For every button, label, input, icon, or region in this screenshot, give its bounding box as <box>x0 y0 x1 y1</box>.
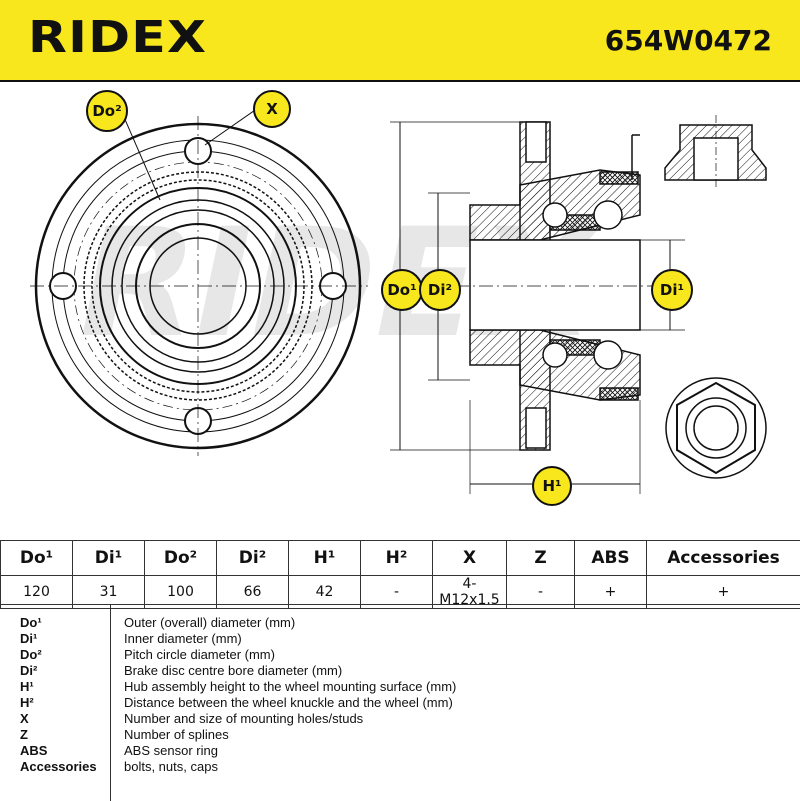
legend-key: Do² <box>20 647 42 662</box>
legend-row: ABS ABS sensor ring <box>0 743 800 759</box>
callout-x: X <box>253 90 291 128</box>
legend-value: Outer (overall) diameter (mm) <box>124 615 295 630</box>
spec-header-cell: Do² <box>145 541 217 576</box>
legend-key: X <box>20 711 29 726</box>
callout-h1: H¹ <box>532 466 572 506</box>
legend-row: Accessories bolts, nuts, caps <box>0 759 800 775</box>
legend-row: Do² Pitch circle diameter (mm) <box>0 647 800 663</box>
cap-detail <box>665 115 766 190</box>
spec-header-cell: Do¹ <box>1 541 73 576</box>
nut-detail <box>666 378 766 478</box>
legend-row: Do¹ Outer (overall) diameter (mm) <box>0 615 800 631</box>
legend-key: Z <box>20 727 28 742</box>
legend-key: Accessories <box>20 759 97 774</box>
legend-key: Di² <box>20 663 37 678</box>
spec-header-cell: Accessories <box>647 541 800 576</box>
callout-do1: Do¹ <box>381 269 423 311</box>
part-number: 654W0472 <box>605 24 772 57</box>
legend-value: Number and size of mounting holes/studs <box>124 711 363 726</box>
spec-header-cell: H² <box>361 541 433 576</box>
legend-row: H² Distance between the wheel knuckle and… <box>0 695 800 711</box>
header-bar: RIDEX 654W0472 <box>0 0 800 82</box>
legend-row: Di² Brake disc centre bore diameter (mm) <box>0 663 800 679</box>
legend-row: H¹ Hub assembly height to the wheel mount… <box>0 679 800 695</box>
legend-key: Di¹ <box>20 631 37 646</box>
legend-key: ABS <box>20 743 47 758</box>
legend-value: Hub assembly height to the wheel mountin… <box>124 679 456 694</box>
spec-header-cell: Di¹ <box>73 541 145 576</box>
legend: Do¹ Outer (overall) diameter (mm) Di¹ Inner… <box>0 604 800 801</box>
legend-key: H¹ <box>20 679 34 694</box>
spec-header-cell: X <box>433 541 507 576</box>
legend-value: Pitch circle diameter (mm) <box>124 647 275 662</box>
callout-do2: Do² <box>86 90 128 132</box>
spec-header-cell: H¹ <box>289 541 361 576</box>
legend-row: Z Number of splines <box>0 727 800 743</box>
legend-value: Inner diameter (mm) <box>124 631 242 646</box>
legend-value: Brake disc centre bore diameter (mm) <box>124 663 342 678</box>
spec-header-cell: Di² <box>217 541 289 576</box>
legend-row: X Number and size of mounting holes/studs <box>0 711 800 727</box>
legend-value: ABS sensor ring <box>124 743 218 758</box>
legend-value: Number of splines <box>124 727 229 742</box>
brand-logo: RIDEX <box>28 12 207 63</box>
legend-key: Do¹ <box>20 615 42 630</box>
spec-header-cell: ABS <box>575 541 647 576</box>
legend-value: Distance between the wheel knuckle and t… <box>124 695 453 710</box>
legend-key: H² <box>20 695 34 710</box>
legend-row: Di¹ Inner diameter (mm) <box>0 631 800 647</box>
callout-di1: Di¹ <box>651 269 693 311</box>
legend-value: bolts, nuts, caps <box>124 759 218 774</box>
spec-header-cell: Z <box>507 541 575 576</box>
callout-di2: Di² <box>419 269 461 311</box>
